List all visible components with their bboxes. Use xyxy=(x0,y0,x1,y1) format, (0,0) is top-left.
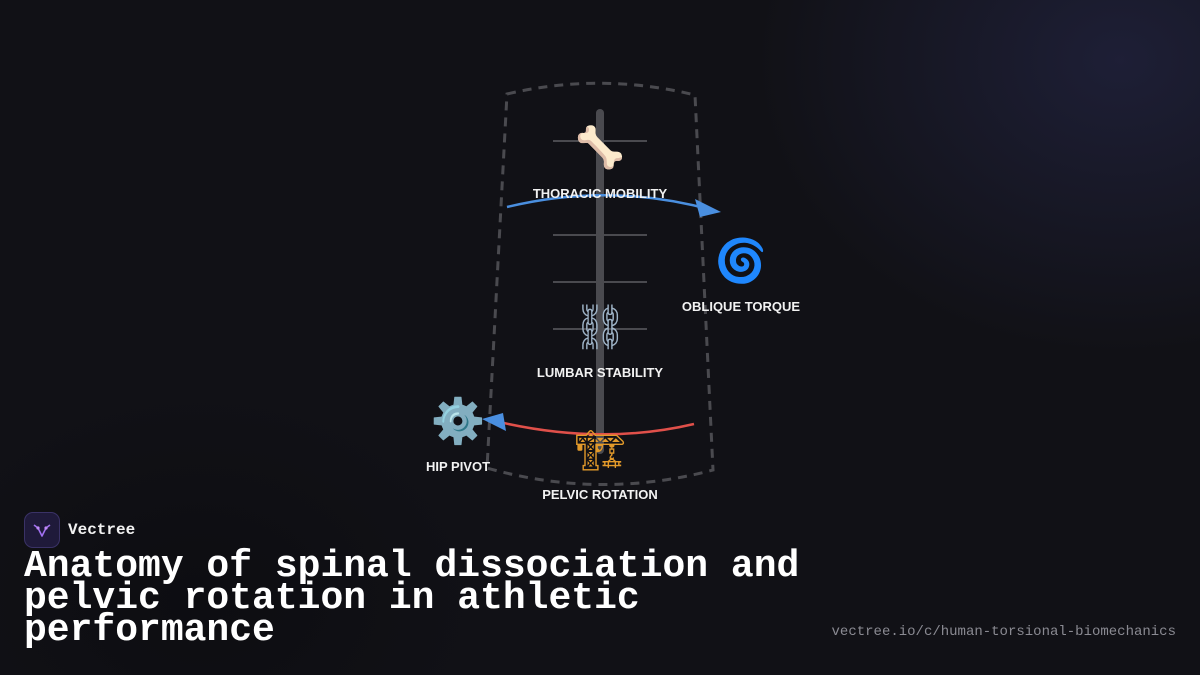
lumbar-stability-label: LUMBAR STABILITY xyxy=(537,365,663,380)
pelvic-rotation-arrow xyxy=(494,419,695,436)
thoracic-rotation-arrow xyxy=(506,193,713,212)
torso-outline xyxy=(485,81,715,486)
node-oblique-torque: 🌀 OBLIQUE TORQUE xyxy=(682,235,801,314)
page-title: Anatomy of spinal dissociation and pelvi… xyxy=(24,545,800,652)
crane-icon: 🏗 xyxy=(575,428,626,474)
thoracic-mobility-label: THORACIC MOBILITY xyxy=(533,186,668,201)
cyclone-icon: 🌀 xyxy=(715,235,767,285)
brand-name: Vectree xyxy=(68,521,136,539)
hip-pivot-label: HIP PIVOT xyxy=(426,459,490,474)
thoracic-arrowhead xyxy=(695,199,721,217)
pelvic-arrowhead xyxy=(482,413,506,431)
oblique-torque-label: OBLIQUE TORQUE xyxy=(682,299,801,314)
pelvic-rotation-label: PELVIC ROTATION xyxy=(542,487,658,502)
node-lumbar-stability: ⛓ LUMBAR STABILITY xyxy=(537,302,663,380)
node-pelvic-rotation: 🏗 PELVIC ROTATION xyxy=(542,428,658,502)
brand[interactable]: Vectree xyxy=(24,512,135,548)
source-url[interactable]: vectree.io/c/human-torsional-biomechanic… xyxy=(831,624,1176,640)
gear-icon: ⚙️ xyxy=(431,396,486,447)
vectree-logo-icon xyxy=(24,512,60,548)
node-hip-pivot: ⚙️ HIP PIVOT xyxy=(426,396,490,474)
bone-icon: 🦴 xyxy=(575,123,625,171)
node-thoracic-mobility: 🦴 THORACIC MOBILITY xyxy=(533,123,668,201)
chain-icon: ⛓ xyxy=(572,302,628,353)
